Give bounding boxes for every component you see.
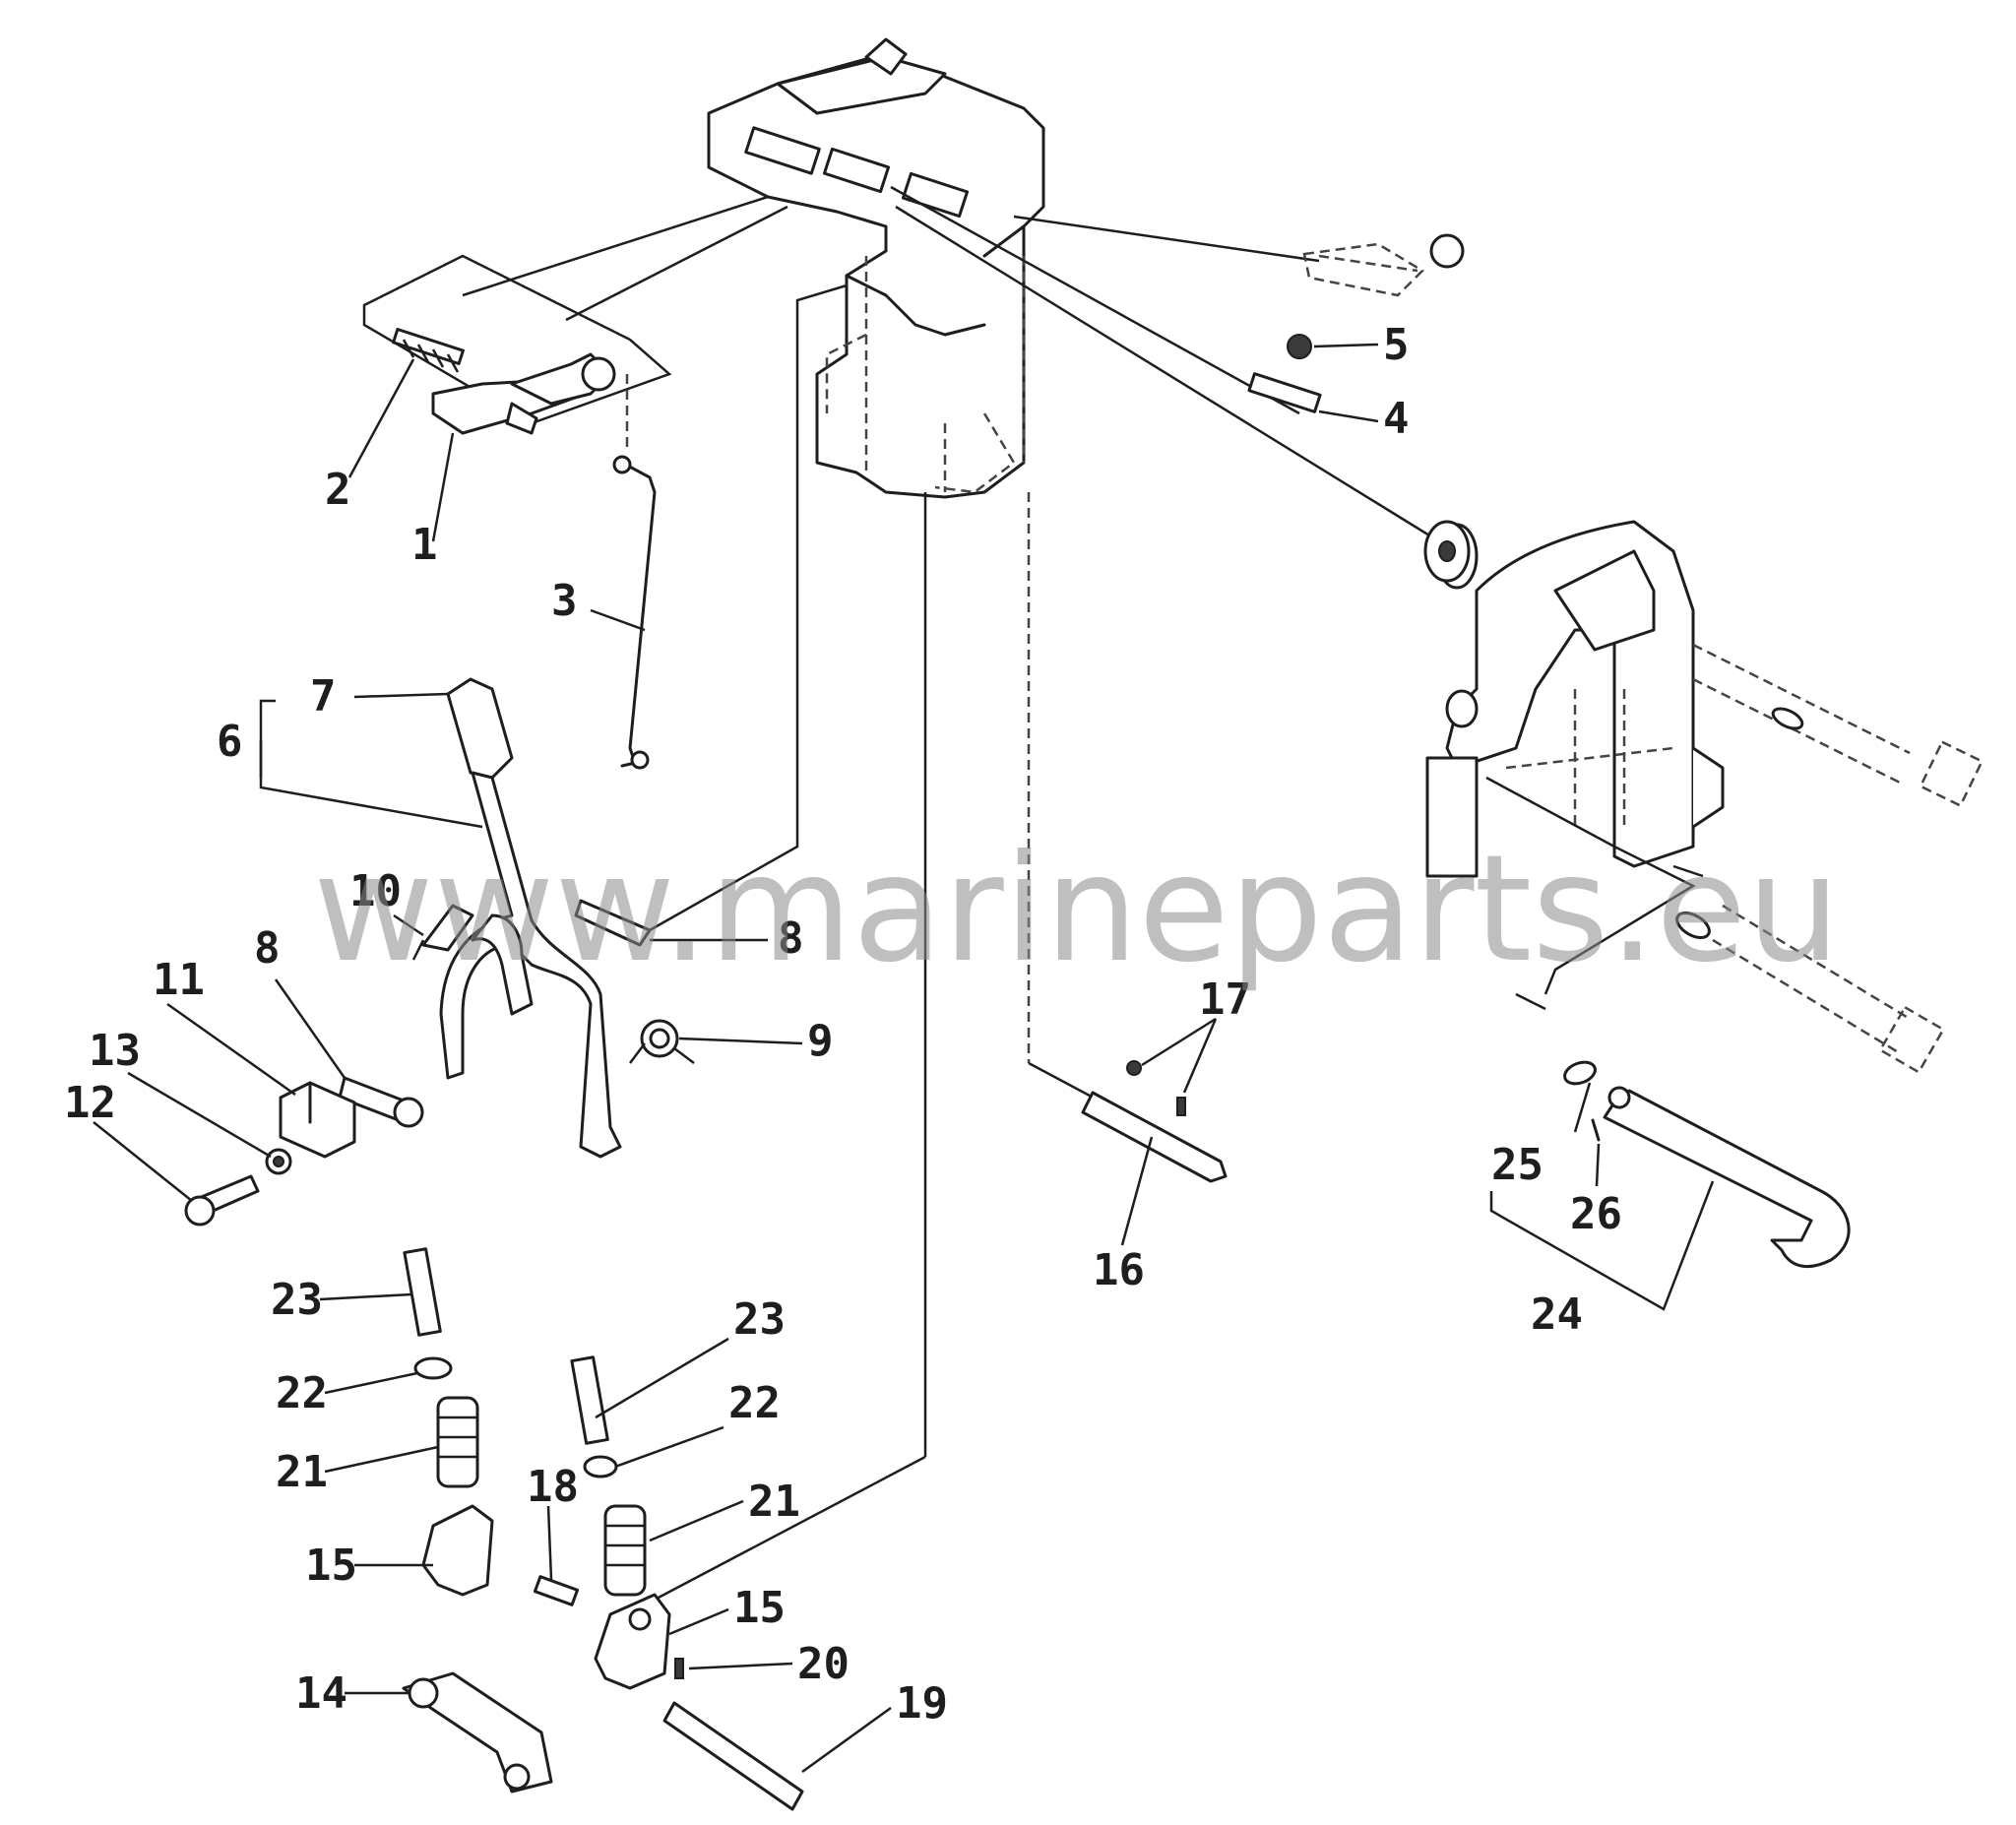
callout-25: 25 — [1491, 1140, 1544, 1190]
callout-19: 19 — [896, 1678, 948, 1729]
callout-21-left: 21 — [276, 1447, 328, 1497]
part-11-block — [279, 1081, 356, 1159]
clamp-screw-upper — [1692, 643, 1984, 808]
part-16-shaft — [1081, 1091, 1228, 1183]
part-8-pin-right — [574, 899, 652, 947]
part-21-spring-right — [603, 1504, 647, 1597]
swivel-bracket-housing — [707, 37, 1045, 499]
callout-22-right: 22 — [728, 1378, 781, 1428]
callout-9: 9 — [807, 1016, 834, 1066]
callout-14: 14 — [295, 1668, 347, 1719]
part-23-plunger-left — [403, 1247, 442, 1337]
clamp-screw-lower — [1675, 904, 1945, 1074]
callout-16: 16 — [1093, 1245, 1145, 1295]
part-25-washer — [1563, 1060, 1597, 1086]
callout-15-right: 15 — [733, 1583, 786, 1633]
tilt-tube-washer — [1423, 520, 1471, 583]
part-1-lever-plate — [362, 254, 672, 435]
part-5-nut — [1287, 334, 1312, 359]
callout-26: 26 — [1570, 1189, 1622, 1239]
callout-20: 20 — [797, 1639, 850, 1689]
part-13-washer — [265, 1148, 292, 1175]
callout-24: 24 — [1531, 1290, 1583, 1340]
part-26-pin — [1591, 1118, 1601, 1142]
callout-8-right: 8 — [778, 913, 804, 964]
callout-12: 12 — [64, 1078, 116, 1128]
callout-10: 10 — [349, 866, 402, 916]
callout-17: 17 — [1199, 975, 1251, 1025]
callout-18: 18 — [527, 1462, 579, 1512]
callout-leaders — [93, 343, 1715, 1774]
part-15-detent-right — [594, 1593, 671, 1690]
part-8-pin-left — [338, 1076, 424, 1128]
callout-5: 5 — [1383, 320, 1410, 370]
part-15-detent-left — [421, 1504, 494, 1597]
part-22-cap-left — [413, 1356, 453, 1380]
callout-1: 1 — [411, 520, 438, 570]
callout-labels: 1 2 3 4 5 6 7 8 8 9 10 11 12 13 14 15 15… — [64, 320, 1622, 1729]
part-7-grip — [446, 677, 514, 780]
part-22-cap-right — [583, 1455, 618, 1479]
callout-6: 6 — [217, 717, 243, 767]
part-10-spring — [411, 904, 474, 961]
part-17-pins — [1126, 1060, 1186, 1116]
callout-7: 7 — [310, 671, 337, 722]
part-3-link-rod — [612, 374, 657, 770]
callout-4: 4 — [1383, 394, 1410, 444]
part-12-bolt — [184, 1174, 260, 1227]
callout-23-right: 23 — [733, 1294, 786, 1345]
part-4-bolt — [1247, 372, 1322, 413]
part-20-pin — [674, 1658, 684, 1679]
part-23-plunger-right — [570, 1355, 609, 1445]
part-24-tilt-lever — [1603, 1086, 1851, 1269]
callout-2: 2 — [325, 465, 351, 515]
part-21-spring-left — [436, 1396, 479, 1488]
part-19-shaft — [662, 1701, 804, 1811]
part-6-shift-lever — [439, 771, 622, 1159]
part-18-spring — [533, 1575, 580, 1606]
callout-3: 3 — [551, 576, 578, 626]
part-9-spring — [629, 1019, 695, 1064]
callout-23-left: 23 — [271, 1275, 323, 1325]
part-14-shift-arm — [402, 1671, 553, 1794]
watermark: www.marineparts.eu — [313, 824, 1841, 995]
callout-15-left: 15 — [305, 1541, 357, 1591]
part-2-spring — [392, 328, 465, 373]
callout-11: 11 — [153, 955, 205, 1005]
callout-13: 13 — [89, 1026, 141, 1076]
callout-21-right: 21 — [748, 1477, 800, 1527]
callout-22-left: 22 — [276, 1368, 328, 1418]
top-right-clip — [1302, 233, 1465, 297]
callout-8-left: 8 — [254, 923, 281, 974]
